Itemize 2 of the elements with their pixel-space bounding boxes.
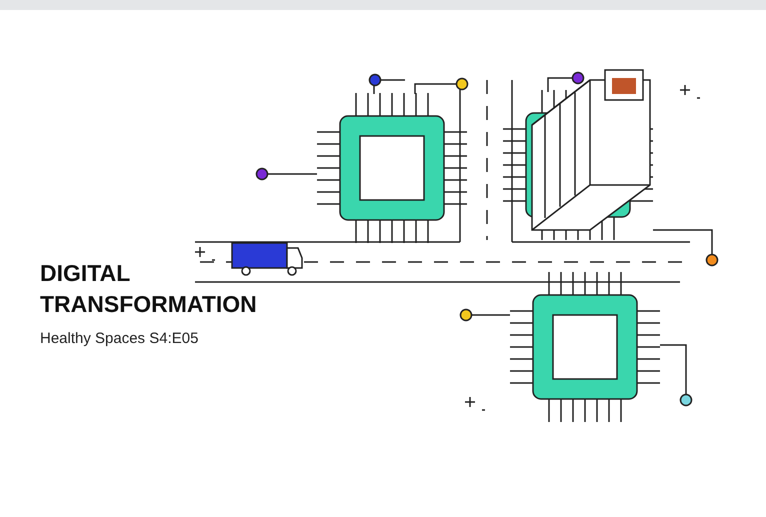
episode-subtitle: Healthy Spaces S4:E05 bbox=[40, 330, 198, 347]
title: DIGITAL TRANSFORMATION bbox=[40, 259, 258, 319]
